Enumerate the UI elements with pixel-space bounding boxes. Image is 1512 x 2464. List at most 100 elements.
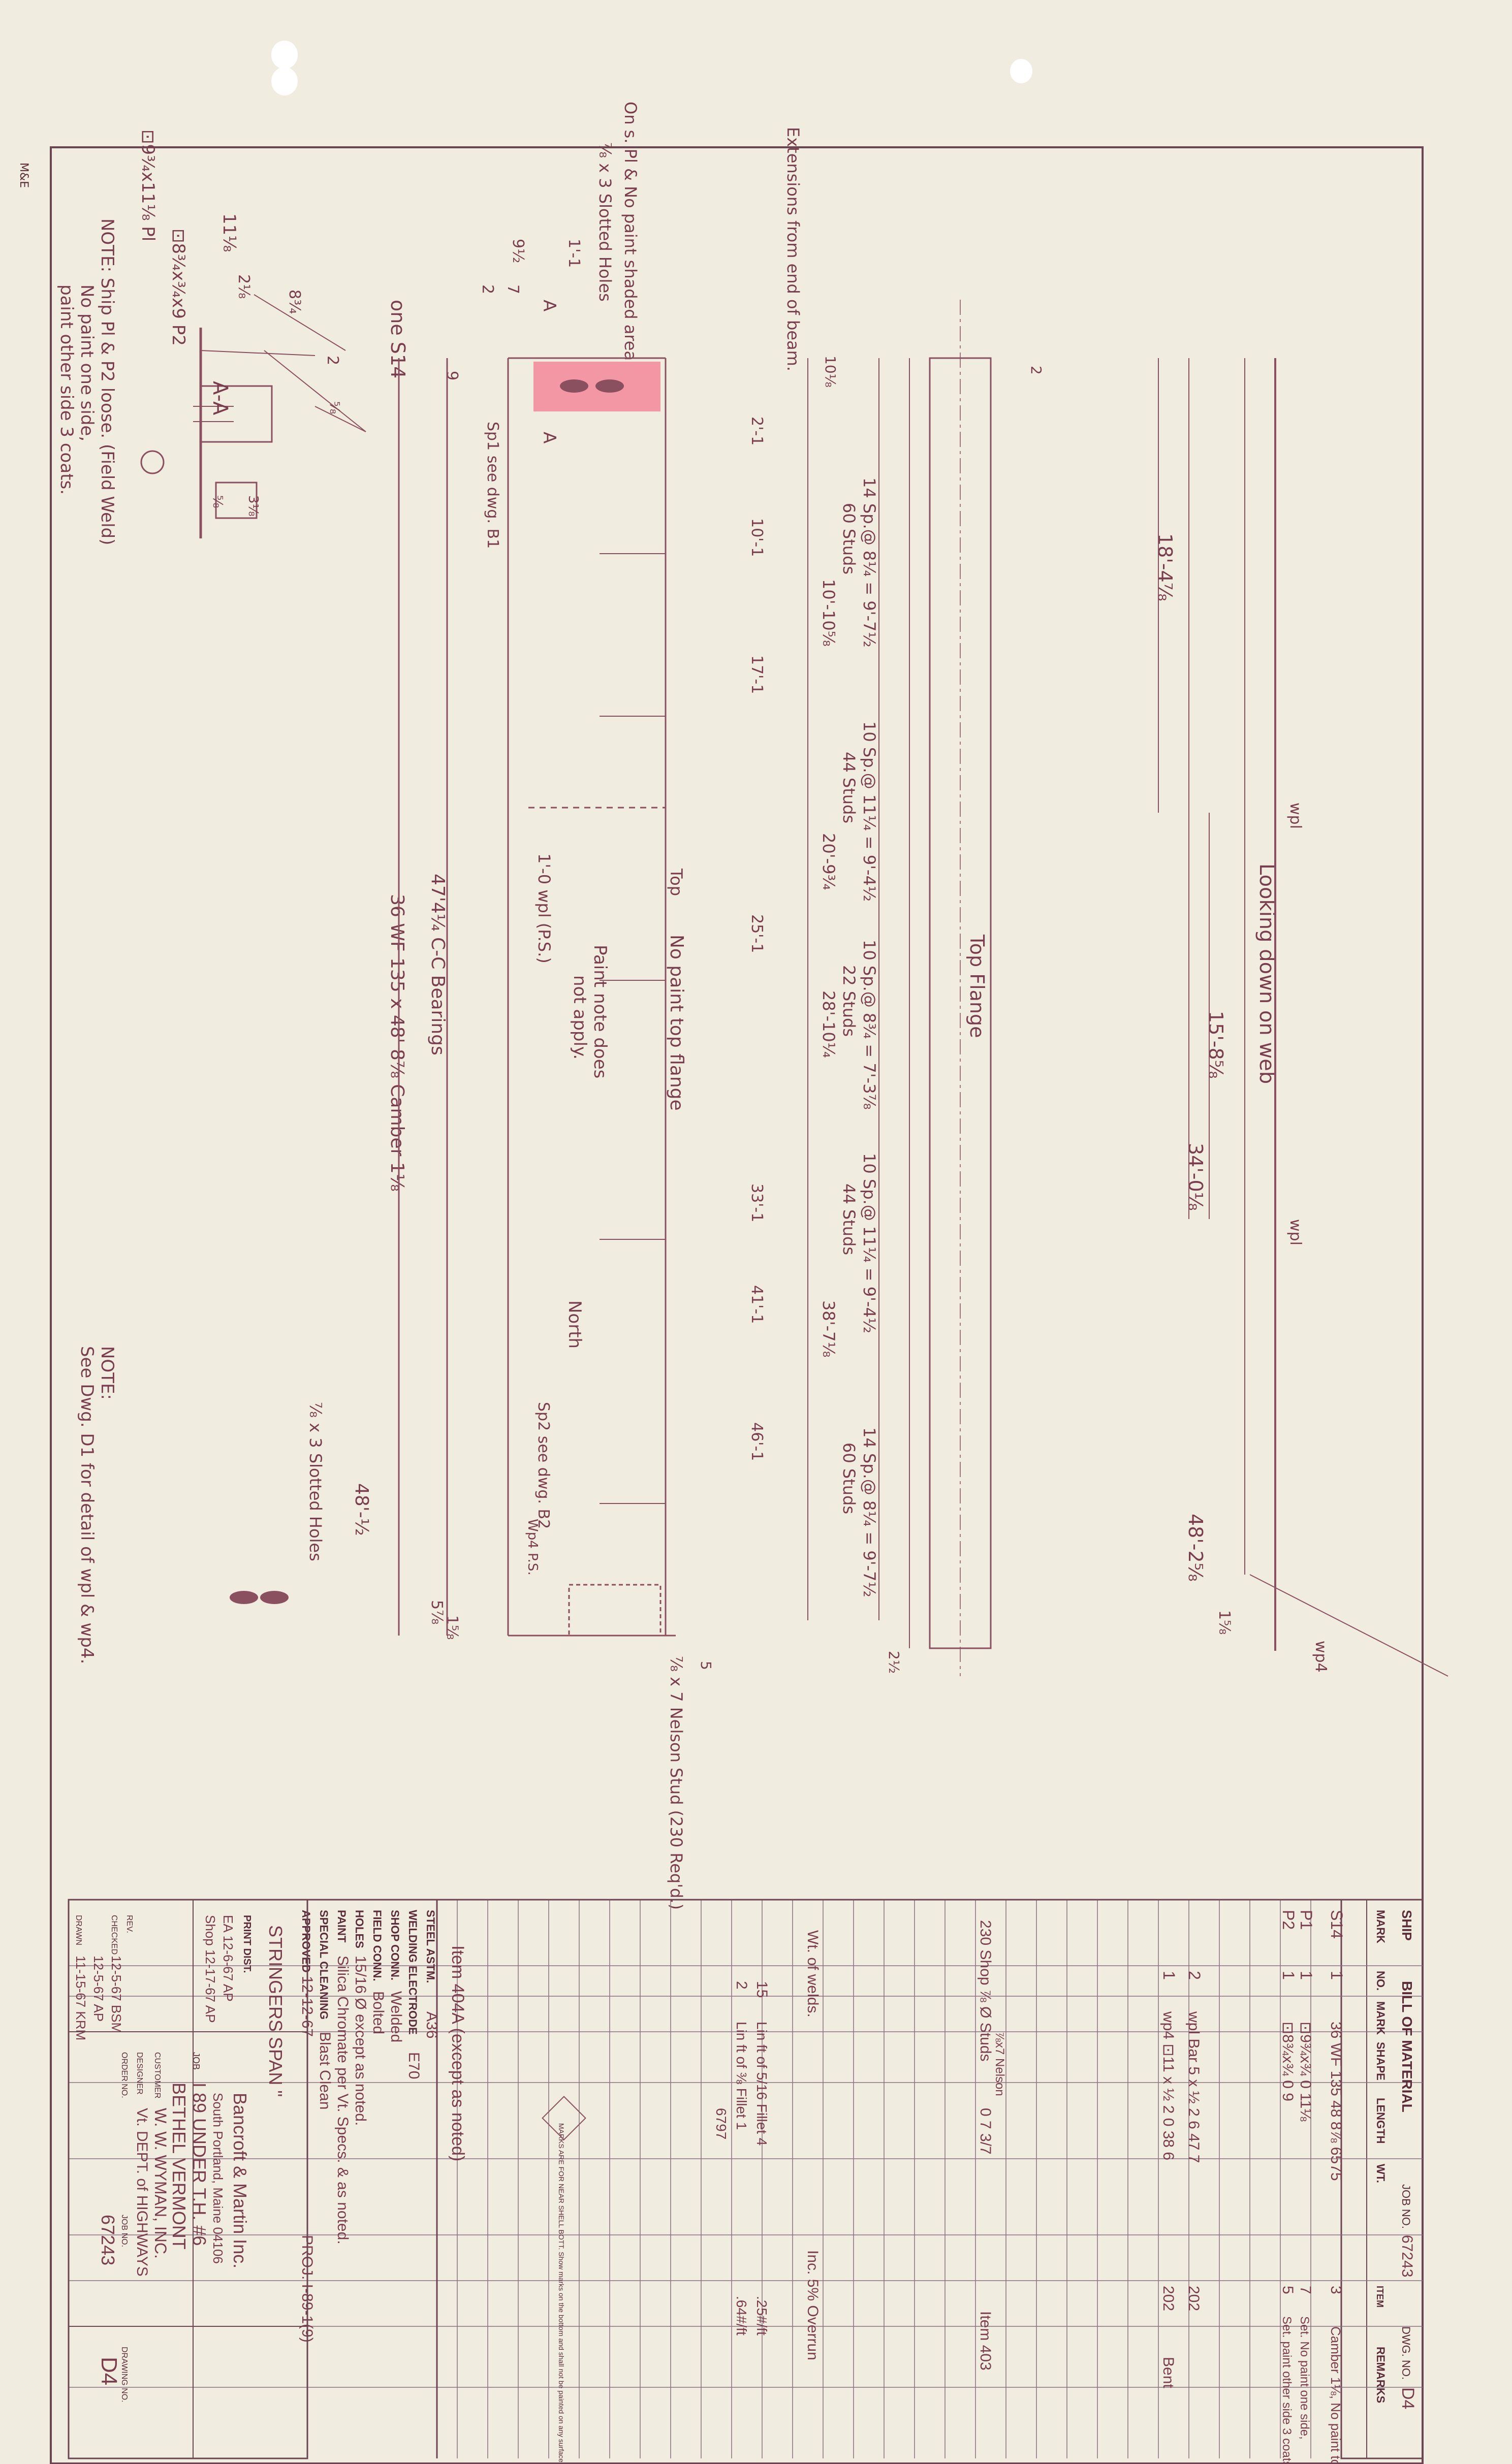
section-aa-detail — [140, 294, 366, 538]
bom-title: BILL OF MATERIAL — [1399, 1981, 1415, 2113]
slotted-holes-top: ⅞ x 3 Slotted Holes — [595, 142, 615, 302]
title-job-1: I 89 UNDER T.H. #6 — [189, 2083, 210, 2246]
stud-count-3: 22 Studs — [839, 965, 859, 1037]
dim-1-5-8: 1⅝ — [443, 1615, 461, 1640]
ship-note-3: paint other side 3 coats. — [56, 284, 77, 495]
title-checked-label: CHECKED — [110, 1915, 118, 1955]
spec-shop-val: Welded — [388, 1991, 404, 2042]
bom-welds-note: Inc. 5% Overrun — [804, 2250, 821, 2360]
wpl-note: 1'-0 wpl (P.S.) — [534, 853, 554, 964]
punch-hole-2 — [271, 67, 298, 95]
dim-2-top: 2 — [1028, 366, 1045, 375]
bom-row5-item: 202 — [1160, 2286, 1177, 2311]
dim-10-1-8: 10⅛ — [822, 356, 839, 388]
spec-holes-val: 15/16 Ø except as noted. — [352, 1956, 369, 2126]
see-dwg-b1: Sp1 see dwg. B1 — [484, 422, 501, 549]
bom-row3-no: 1 — [1279, 1971, 1298, 1980]
dim-2-bot: 2½ — [886, 1651, 902, 1674]
dim-5-7-8: 5⅞ — [428, 1600, 446, 1624]
dim-aa-7: ⅝ — [210, 495, 225, 508]
bom-h-no: NO. — [1374, 1971, 1387, 1991]
bom-studs-desc: 230 Shop ⅞ Ø Studs — [977, 1920, 994, 2062]
spec-paint-label: PAINT — [335, 1910, 348, 1943]
title-dist-1: EA 12-6-67 AP — [220, 1915, 236, 2002]
top-flange-label: Top Flange — [966, 934, 988, 1038]
stud-count-2: 44 Studs — [839, 752, 859, 823]
dim-5-mark: 5 — [698, 1661, 714, 1670]
top-label: Top — [667, 868, 686, 896]
bom-weld2-no: 2 — [733, 1981, 750, 1990]
spec-steel-label: STEEL ASTM. — [424, 1910, 437, 1983]
dim-7: 7 — [504, 284, 522, 294]
ship-note-2: No paint one side, — [77, 284, 97, 441]
bom-stamp-text: MARKS ARE FOR NEAR SHELL BOTT. Show mark… — [557, 2123, 565, 2464]
bom-weld-total: 6797 — [713, 2108, 729, 2139]
punch-hole-1 — [271, 41, 298, 69]
title-company-2: South Portland, Maine 04106 — [210, 2093, 226, 2264]
bom-row5-remarks: Bent — [1160, 2357, 1177, 2388]
stud-count-5: 60 Studs — [839, 1443, 859, 1514]
title-print-dist: PRINT DIST. — [241, 1915, 253, 1973]
no-paint-shaded-note: On s. Pl & No paint shaded area — [621, 102, 640, 361]
title-checked2: 12-5-67 AP — [91, 1956, 106, 2022]
title-dwg-no: D4 — [97, 2357, 121, 2385]
bom-weld1-no: 15 — [753, 1981, 770, 1998]
dim-aa-3: 8¾ — [286, 290, 303, 314]
nelson-stud-note: ⅞ x 7 Nelson Stud (230 Req'd.) — [667, 1656, 686, 1910]
north-label: North — [564, 1300, 585, 1349]
spec-electrode-label: WELDING ELECTRODE — [406, 1910, 419, 2035]
slotted-holes-right: ⅞ x 3 Slotted Holes — [306, 1402, 325, 1561]
spec-field-label: FIELD CONN. — [371, 1910, 384, 1981]
bom-row5-no: 1 — [1160, 1971, 1178, 1980]
title-drawn: 11-15-67 KRM — [73, 1956, 88, 2040]
bom-row2-mark: P1 — [1297, 1910, 1315, 1930]
bom-row4-shape: wpl Bar 5 x ½ 2 6 47 7 — [1185, 2011, 1202, 2163]
bom-row5-shape: wp4 ⊡11 x ½ 2 0 38 6 — [1160, 2011, 1177, 2160]
paint-note-1: Paint note does — [590, 945, 610, 1078]
bom-h-length: LENGTH — [1374, 2098, 1387, 2143]
title-dist-2: Shop 12-17-67 AP — [203, 1915, 218, 2023]
dim-48-2: 48'-2⅝ — [1184, 1514, 1207, 1582]
dim-48-half: 48'-½ — [351, 1483, 372, 1536]
dim-9: 9 — [443, 371, 461, 380]
bom-row3-shape: ⊡8¾x¾ 0 9 — [1279, 2022, 1296, 2101]
bom-job-no: 67243 — [1399, 2235, 1415, 2277]
no-paint-top-flange: No paint top flange — [666, 935, 687, 1111]
maker-mark: M&E — [17, 163, 30, 188]
title-designer: Vt. DEPT. of HIGHWAYS — [134, 2108, 150, 2277]
bom-row2-remarks: Set. No paint one side, — [1298, 2316, 1311, 2440]
bom-row2-no: 1 — [1297, 1971, 1315, 1980]
bom-dwg-label: DWG. NO. — [1400, 2326, 1412, 2380]
ps-label: Wp4 P.S. — [525, 1519, 540, 1576]
spec-steel-val: A36 — [423, 2011, 440, 2038]
stiff-dim-7: 46'-1 — [748, 1422, 766, 1461]
bom-weld2-wt: .64#/ft — [734, 2296, 749, 2335]
bom-row2-shape: ⊡9¾x¾ 0 11⅛ — [1297, 2022, 1314, 2122]
bom-job-label: JOB NO. — [1400, 2184, 1412, 2229]
title-part: STRINGERS SPAN " — [265, 1925, 286, 2097]
wpl-label-1: wpl — [1286, 803, 1304, 829]
bom-weld2-desc: Lin ft of ⅜ Fillet 1 — [734, 2022, 749, 2130]
bom-studs-len: 0 7 3/7 — [977, 2108, 994, 2155]
bom-row1-mark: S14 — [1328, 1910, 1346, 1939]
stiff-dim-5: 33'-1 — [748, 1183, 766, 1222]
running-dim-4: 38'-7⅛ — [819, 1300, 838, 1357]
bom-row1-no: 1 — [1328, 1971, 1346, 1980]
running-dim-2: 20'-9¾ — [819, 833, 838, 890]
top-flange-plan — [807, 300, 992, 1676]
title-jobno-label: JOB NO. — [120, 2215, 129, 2247]
section-label-aa: A-A — [208, 381, 232, 415]
dim-1-5-8-web: 1⅝ — [1215, 1610, 1233, 1635]
title-designer-label: DESIGNER — [135, 2052, 144, 2095]
dim-15-8: 15'-8⅝ — [1205, 1011, 1227, 1079]
stud-spacing-2: 10 Sp.@ 11¼ = 9'-4½ — [860, 721, 879, 902]
dim-aa-4: 2 — [324, 356, 341, 365]
running-dim-1: 10'-10⅝ — [819, 579, 838, 647]
punch-hole-3 — [1010, 59, 1032, 83]
bom-h-remarks: REMARKS — [1374, 2347, 1387, 2403]
pl1-size: ⊡9¾x11⅛ Pl — [138, 130, 158, 241]
title-dwg-label: DRAWING NO. — [120, 2347, 129, 2403]
title-rev-label: REV. — [125, 1915, 134, 1933]
note-right-heading: NOTE: — [97, 1346, 117, 1400]
spec-field-val: Bolted — [370, 1991, 387, 2034]
